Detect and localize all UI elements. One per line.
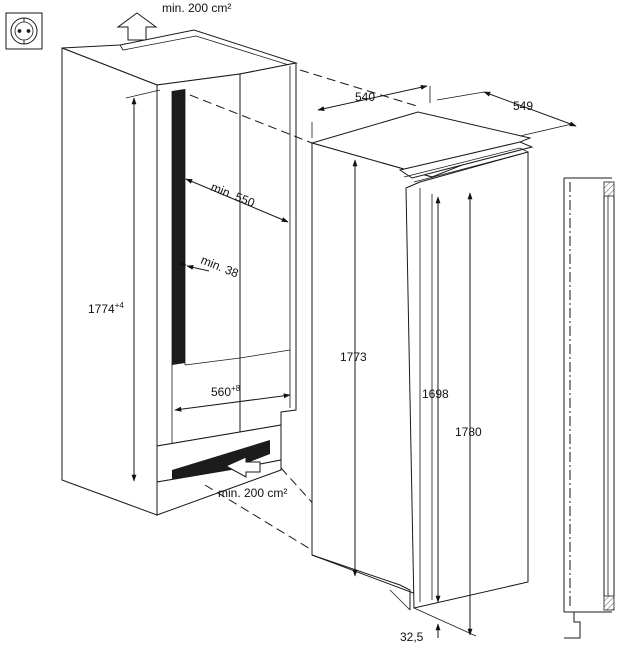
top-vent-label: min. 200 cm²	[162, 1, 231, 15]
bottom-vent-label: min. 200 cm²	[218, 486, 287, 500]
power-socket-icon	[5, 12, 43, 50]
appliance-depth-label: 549	[513, 99, 533, 113]
door-height-label: 1698	[422, 387, 449, 401]
niche-cabinet	[61, 29, 298, 516]
niche-height-label: 1774+4	[88, 301, 124, 316]
bottom-vent-arrow-icon	[224, 456, 261, 478]
top-vent-arrow-icon	[116, 12, 158, 41]
appliance-width-label: 540	[355, 90, 375, 104]
side-section-view	[563, 177, 615, 639]
body-height-label: 1773	[340, 350, 367, 364]
niche-width-label: 560+8	[211, 384, 241, 399]
door-offset-label: 32,5	[400, 630, 424, 644]
total-height-label: 1780	[455, 425, 482, 439]
